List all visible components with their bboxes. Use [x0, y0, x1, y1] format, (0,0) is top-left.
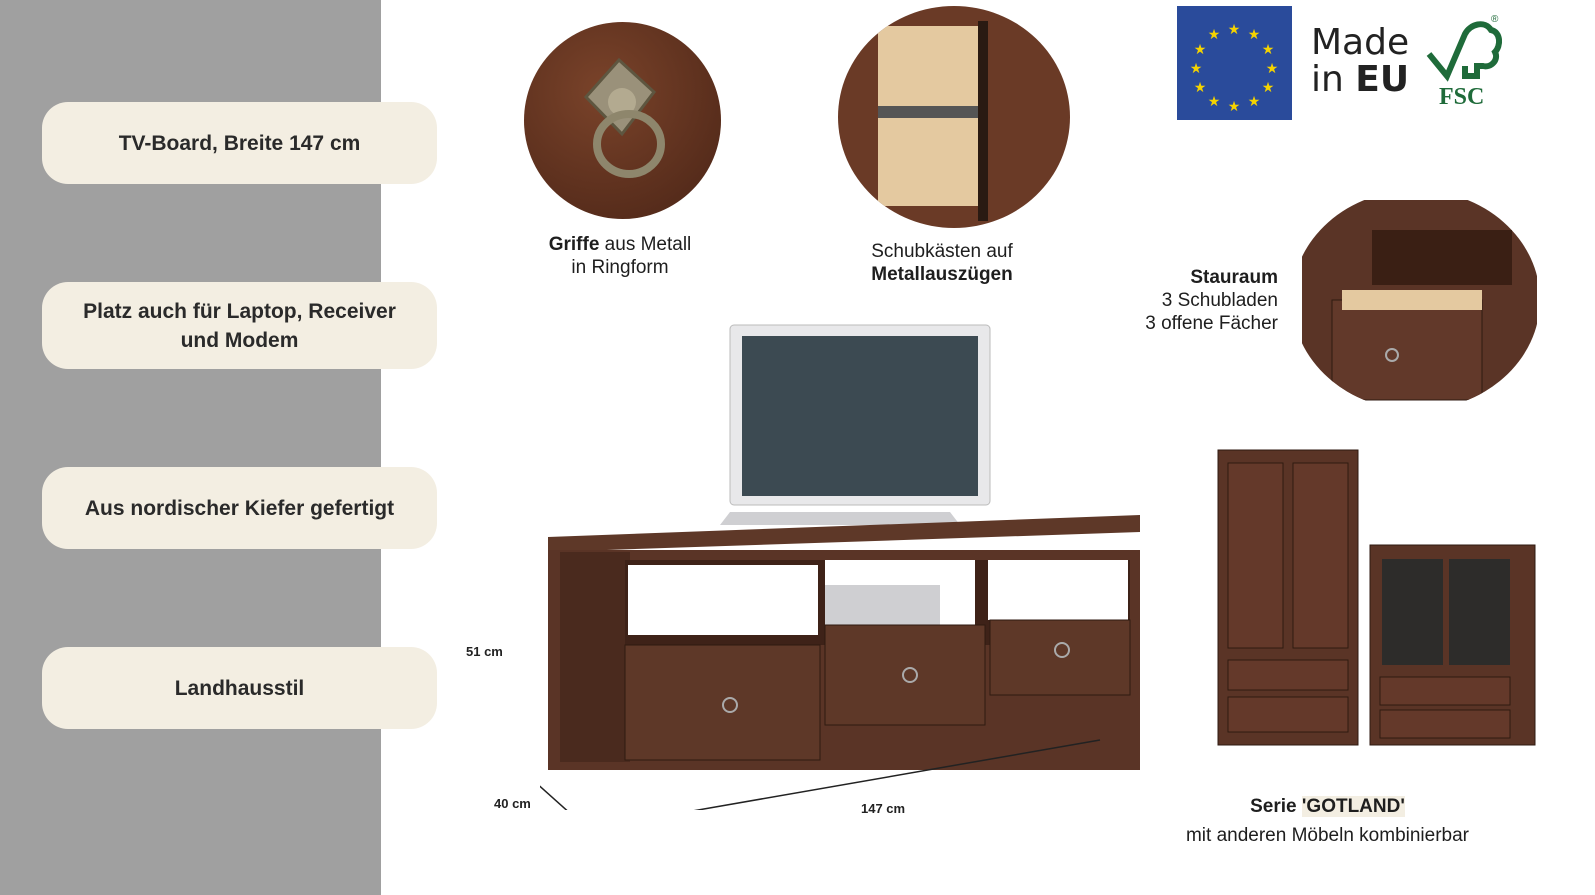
svg-text:★: ★ [1208, 93, 1221, 109]
svg-text:★: ★ [1190, 60, 1203, 76]
svg-text:★: ★ [1228, 21, 1241, 37]
fsc-tree-icon [1426, 21, 1503, 82]
feature-material: Aus nordischer Kiefer gefertigt [42, 467, 437, 549]
storage-caption-line3: 3 offene Fächer [1145, 313, 1278, 334]
handle-detail-image [524, 22, 721, 219]
receiver-icon [825, 585, 940, 630]
series-prefix: Serie [1250, 796, 1302, 817]
height-dimension: 51 cm [466, 644, 503, 659]
drawer-detail-image [838, 6, 1070, 228]
svg-text:★: ★ [1194, 79, 1207, 95]
drawer-caption-line1: Schubkästen auf [871, 241, 1013, 262]
series-name: 'GOTLAND' [1301, 796, 1405, 817]
handle-caption-rest: aus Metall [599, 234, 692, 255]
feature-style: Landhausstil [42, 647, 437, 729]
made-label: Made [1311, 22, 1410, 63]
storage-drawer-illustration [1302, 200, 1537, 401]
storage-caption-line2: 3 Schubladen [1161, 290, 1278, 311]
series-furniture-illustration [1217, 449, 1536, 746]
handle-caption-line2: in Ringform [571, 257, 669, 278]
svg-text:★: ★ [1248, 26, 1261, 42]
depth-dimension: 40 cm [494, 796, 531, 811]
series-caption-line2: mit anderen Möbeln kombinierbar [1185, 825, 1470, 846]
series-caption: Serie 'GOTLAND' mit anderen Möbeln kombi… [1150, 792, 1505, 850]
eu-flag: ★★★★★★★★★★★★ [1177, 6, 1292, 120]
handle-caption-bold: Griffe [548, 234, 600, 255]
svg-text:★: ★ [1262, 41, 1275, 57]
drawer-caption-bold: Metallauszügen [871, 264, 1013, 285]
storage-caption-bold: Stauraum [1190, 267, 1278, 288]
feature-width: TV-Board, Breite 147 cm [42, 102, 437, 184]
storage-detail-image [1292, 190, 1540, 410]
svg-text:★: ★ [1262, 79, 1275, 95]
storage-caption: Stauraum 3 Schubladen 3 offene Fächer [1110, 266, 1278, 335]
svg-text:★: ★ [1194, 41, 1207, 57]
ring-handle-icon [583, 57, 665, 178]
handle-caption: Griffe aus Metall in Ringform [520, 233, 720, 279]
registered-mark: ® [1491, 14, 1499, 25]
in-label: in [1311, 59, 1356, 100]
tv-board-illustration [540, 324, 1140, 810]
svg-text:★: ★ [1266, 60, 1279, 76]
eu-label: EU [1355, 59, 1410, 100]
drawer-caption: Schubkästen auf Metallauszügen [842, 240, 1042, 286]
made-in-eu: Made in EU [1311, 24, 1409, 98]
svg-text:★: ★ [1228, 98, 1241, 114]
svg-text:★: ★ [1248, 93, 1261, 109]
svg-text:★: ★ [1208, 26, 1221, 42]
width-dimension: 147 cm [861, 801, 906, 816]
drawer-rail-icon [878, 21, 988, 221]
fsc-label: FSC [1439, 84, 1485, 110]
eu-stars-icon: ★★★★★★★★★★★★ [1190, 21, 1279, 114]
feature-space: Platz auch für Laptop, Receiver und Mode… [42, 282, 437, 369]
